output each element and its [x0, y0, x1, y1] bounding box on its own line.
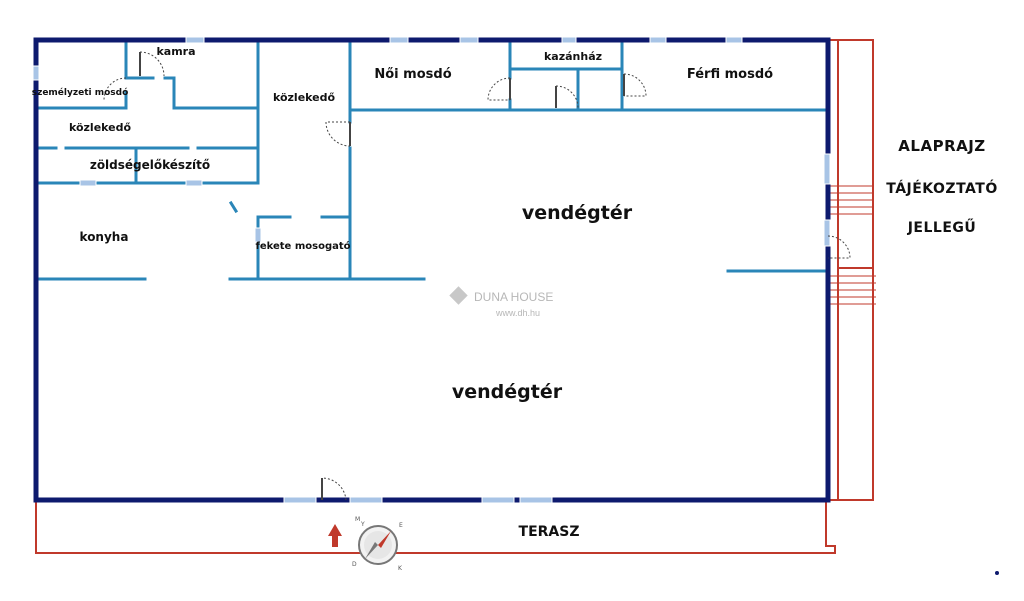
room-label-szemelyzeti-mosdo: személyzeti mosdó — [32, 87, 129, 98]
outer-walls — [33, 37, 831, 503]
room-label-kozlekedo-left: közlekedő — [69, 121, 132, 134]
stairs-lower — [828, 275, 876, 305]
room-label-fekete-mosogato: fekete mosogató — [255, 240, 350, 252]
compass-letter-k: K — [398, 565, 403, 572]
compass-letter-m: M — [355, 516, 360, 523]
doors — [103, 51, 851, 501]
room-label-zoldseg: zöldségelőkészítő — [90, 158, 210, 172]
door-entrance — [321, 477, 347, 501]
room-label-vendegter-upper: vendégtér — [522, 202, 633, 224]
compass-letter-e: E — [399, 522, 403, 529]
door-kozlekedo — [325, 121, 351, 147]
door-leaves — [139, 52, 625, 500]
room-label-konyha: konyha — [80, 230, 129, 244]
room-label-terasz: TERASZ — [519, 524, 580, 540]
room-label-noi-mosdo: Női mosdó — [374, 67, 451, 82]
side-label-tajekoztato: TÁJÉKOZTATÓ — [886, 181, 998, 197]
room-label-kamra: kamra — [156, 45, 195, 58]
windows — [32, 36, 831, 504]
side-label-alaprajz: ALAPRAJZ — [898, 137, 986, 155]
door-kazan — [555, 85, 579, 109]
north-arrow-icon — [328, 524, 342, 547]
room-label-ferfi-mosdo: Férfi mosdó — [687, 67, 773, 82]
watermark-url: www.dh.hu — [495, 308, 540, 318]
room-label-kazanhaz: kazánház — [544, 50, 602, 63]
room-label-kozlekedo-mid: közlekedő — [273, 91, 336, 104]
door-noi — [487, 77, 511, 101]
corner-dot — [995, 571, 999, 575]
door-ferfi — [623, 73, 647, 97]
side-label-jellegu: JELLEGŰ — [907, 220, 977, 236]
duna-house-logo-icon — [449, 286, 468, 305]
watermark-brand: DUNA HOUSE — [474, 290, 553, 304]
stairs-upper — [828, 185, 873, 215]
compass-icon — [358, 525, 398, 565]
compass-letter-d: D — [352, 561, 357, 568]
interior-walls — [34, 38, 830, 281]
door-szemelyzeti — [103, 77, 127, 101]
compass-letter-y: Y — [360, 521, 365, 528]
room-label-vendegter-lower: vendégtér — [452, 381, 563, 403]
terrace-outline — [35, 39, 874, 554]
watermark: DUNA HOUSE www.dh.hu — [449, 286, 553, 318]
